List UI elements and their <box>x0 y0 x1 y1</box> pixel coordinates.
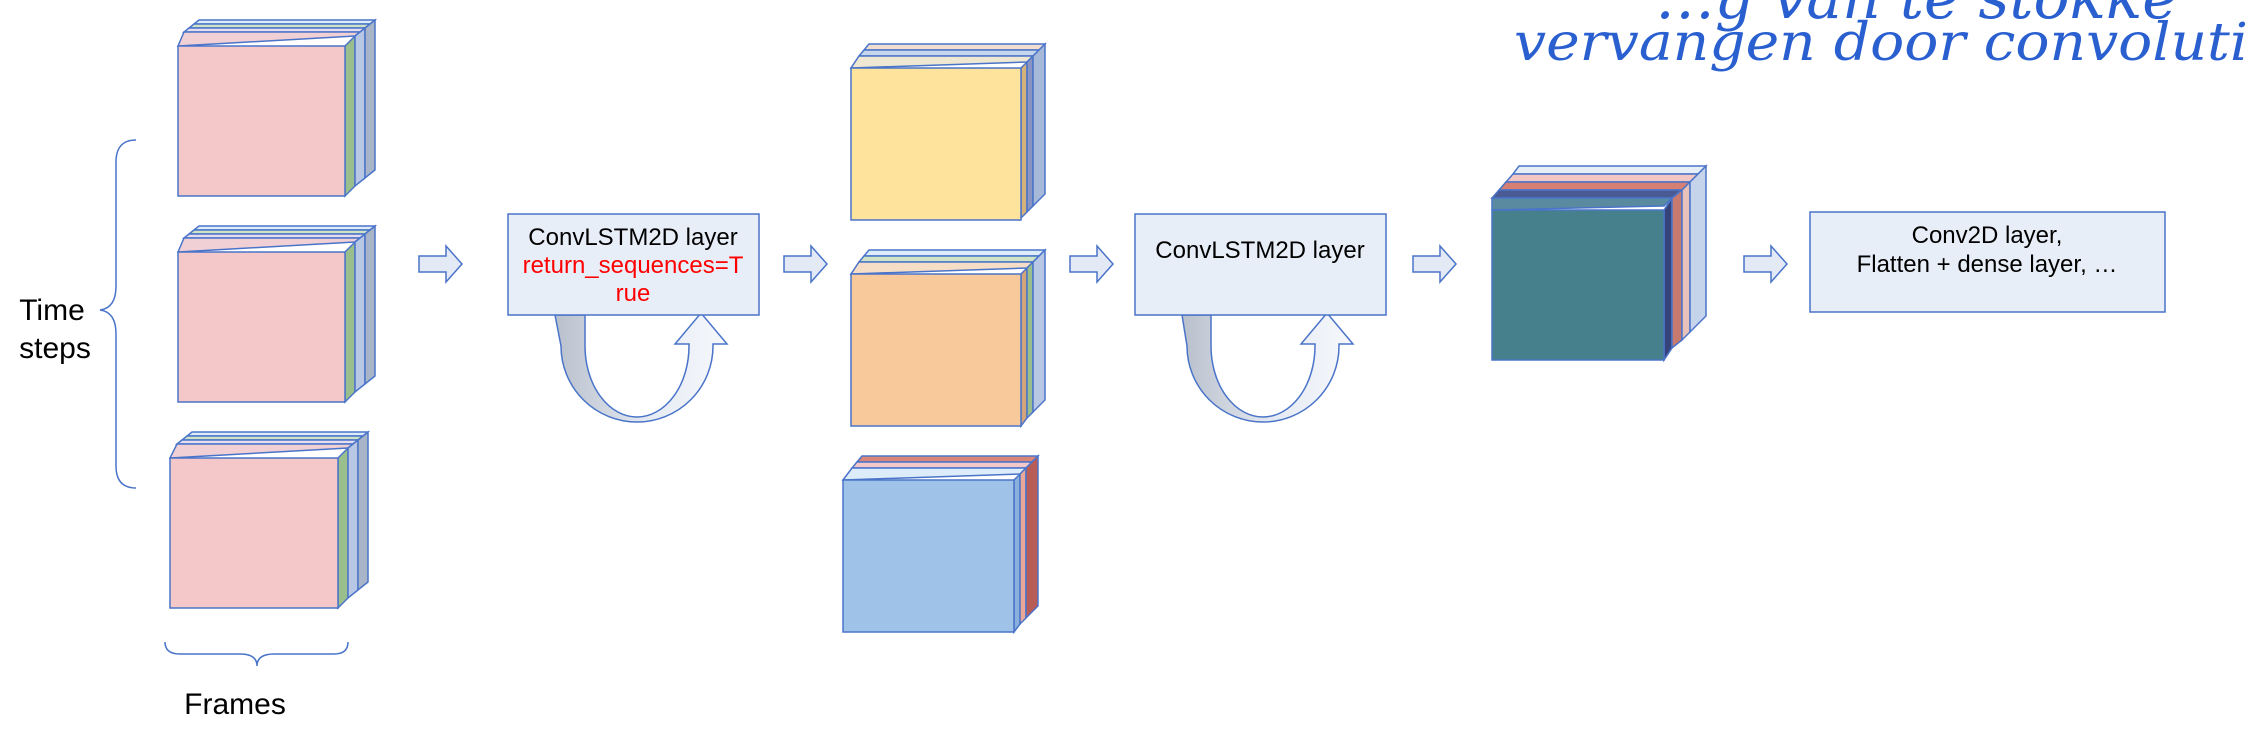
input-frame-stack-2 <box>176 224 378 404</box>
frames-label: Frames <box>184 688 286 721</box>
output-sequence-cube-3 <box>841 454 1040 635</box>
arrow-right-icon <box>1069 244 1115 284</box>
arrow-right-icon <box>1412 244 1458 284</box>
convlstm-layer-1-param-line1: return_sequences=T <box>523 252 744 279</box>
final-layers-line1: Conv2D layer, <box>1912 222 2063 249</box>
final-layers-box: Conv2D layer, Flatten + dense layer, … <box>1809 211 2166 313</box>
input-frame-stack-3 <box>168 430 371 610</box>
convlstm-layer-1-loop-arrow <box>554 311 729 423</box>
time-steps-label-line2: steps <box>19 332 91 365</box>
handwritten-note-line1: …g van te stokke <box>1655 0 2178 33</box>
arrow-right-icon <box>783 244 829 284</box>
time-steps-label-line1: Time <box>19 294 85 327</box>
convlstm-layer-2-box: ConvLSTM2D layer <box>1134 213 1387 316</box>
output-sequence-cube-1 <box>849 42 1047 221</box>
convlstm-layer-1-title: ConvLSTM2D layer <box>528 224 737 251</box>
convlstm-layer-2-title: ConvLSTM2D layer <box>1155 237 1364 264</box>
convlstm-layer-1-param-line2: rue <box>616 280 651 307</box>
handwritten-note-line2: vervangen door convoluti <box>1514 13 2248 73</box>
convlstm-layer-1-box: ConvLSTM2D layer return_sequences=T rue <box>507 213 760 316</box>
frames-brace <box>164 641 349 667</box>
arrow-right-icon <box>1743 244 1789 284</box>
arrow-right-icon <box>418 244 464 284</box>
convlstm-layer-2-loop-arrow <box>1181 311 1355 423</box>
final-layers-line2: Flatten + dense layer, … <box>1857 251 2118 278</box>
feature-map-stack <box>1490 164 1708 363</box>
input-frame-stack-1 <box>176 18 378 198</box>
time-steps-brace <box>99 139 137 489</box>
output-sequence-cube-2 <box>849 248 1047 429</box>
